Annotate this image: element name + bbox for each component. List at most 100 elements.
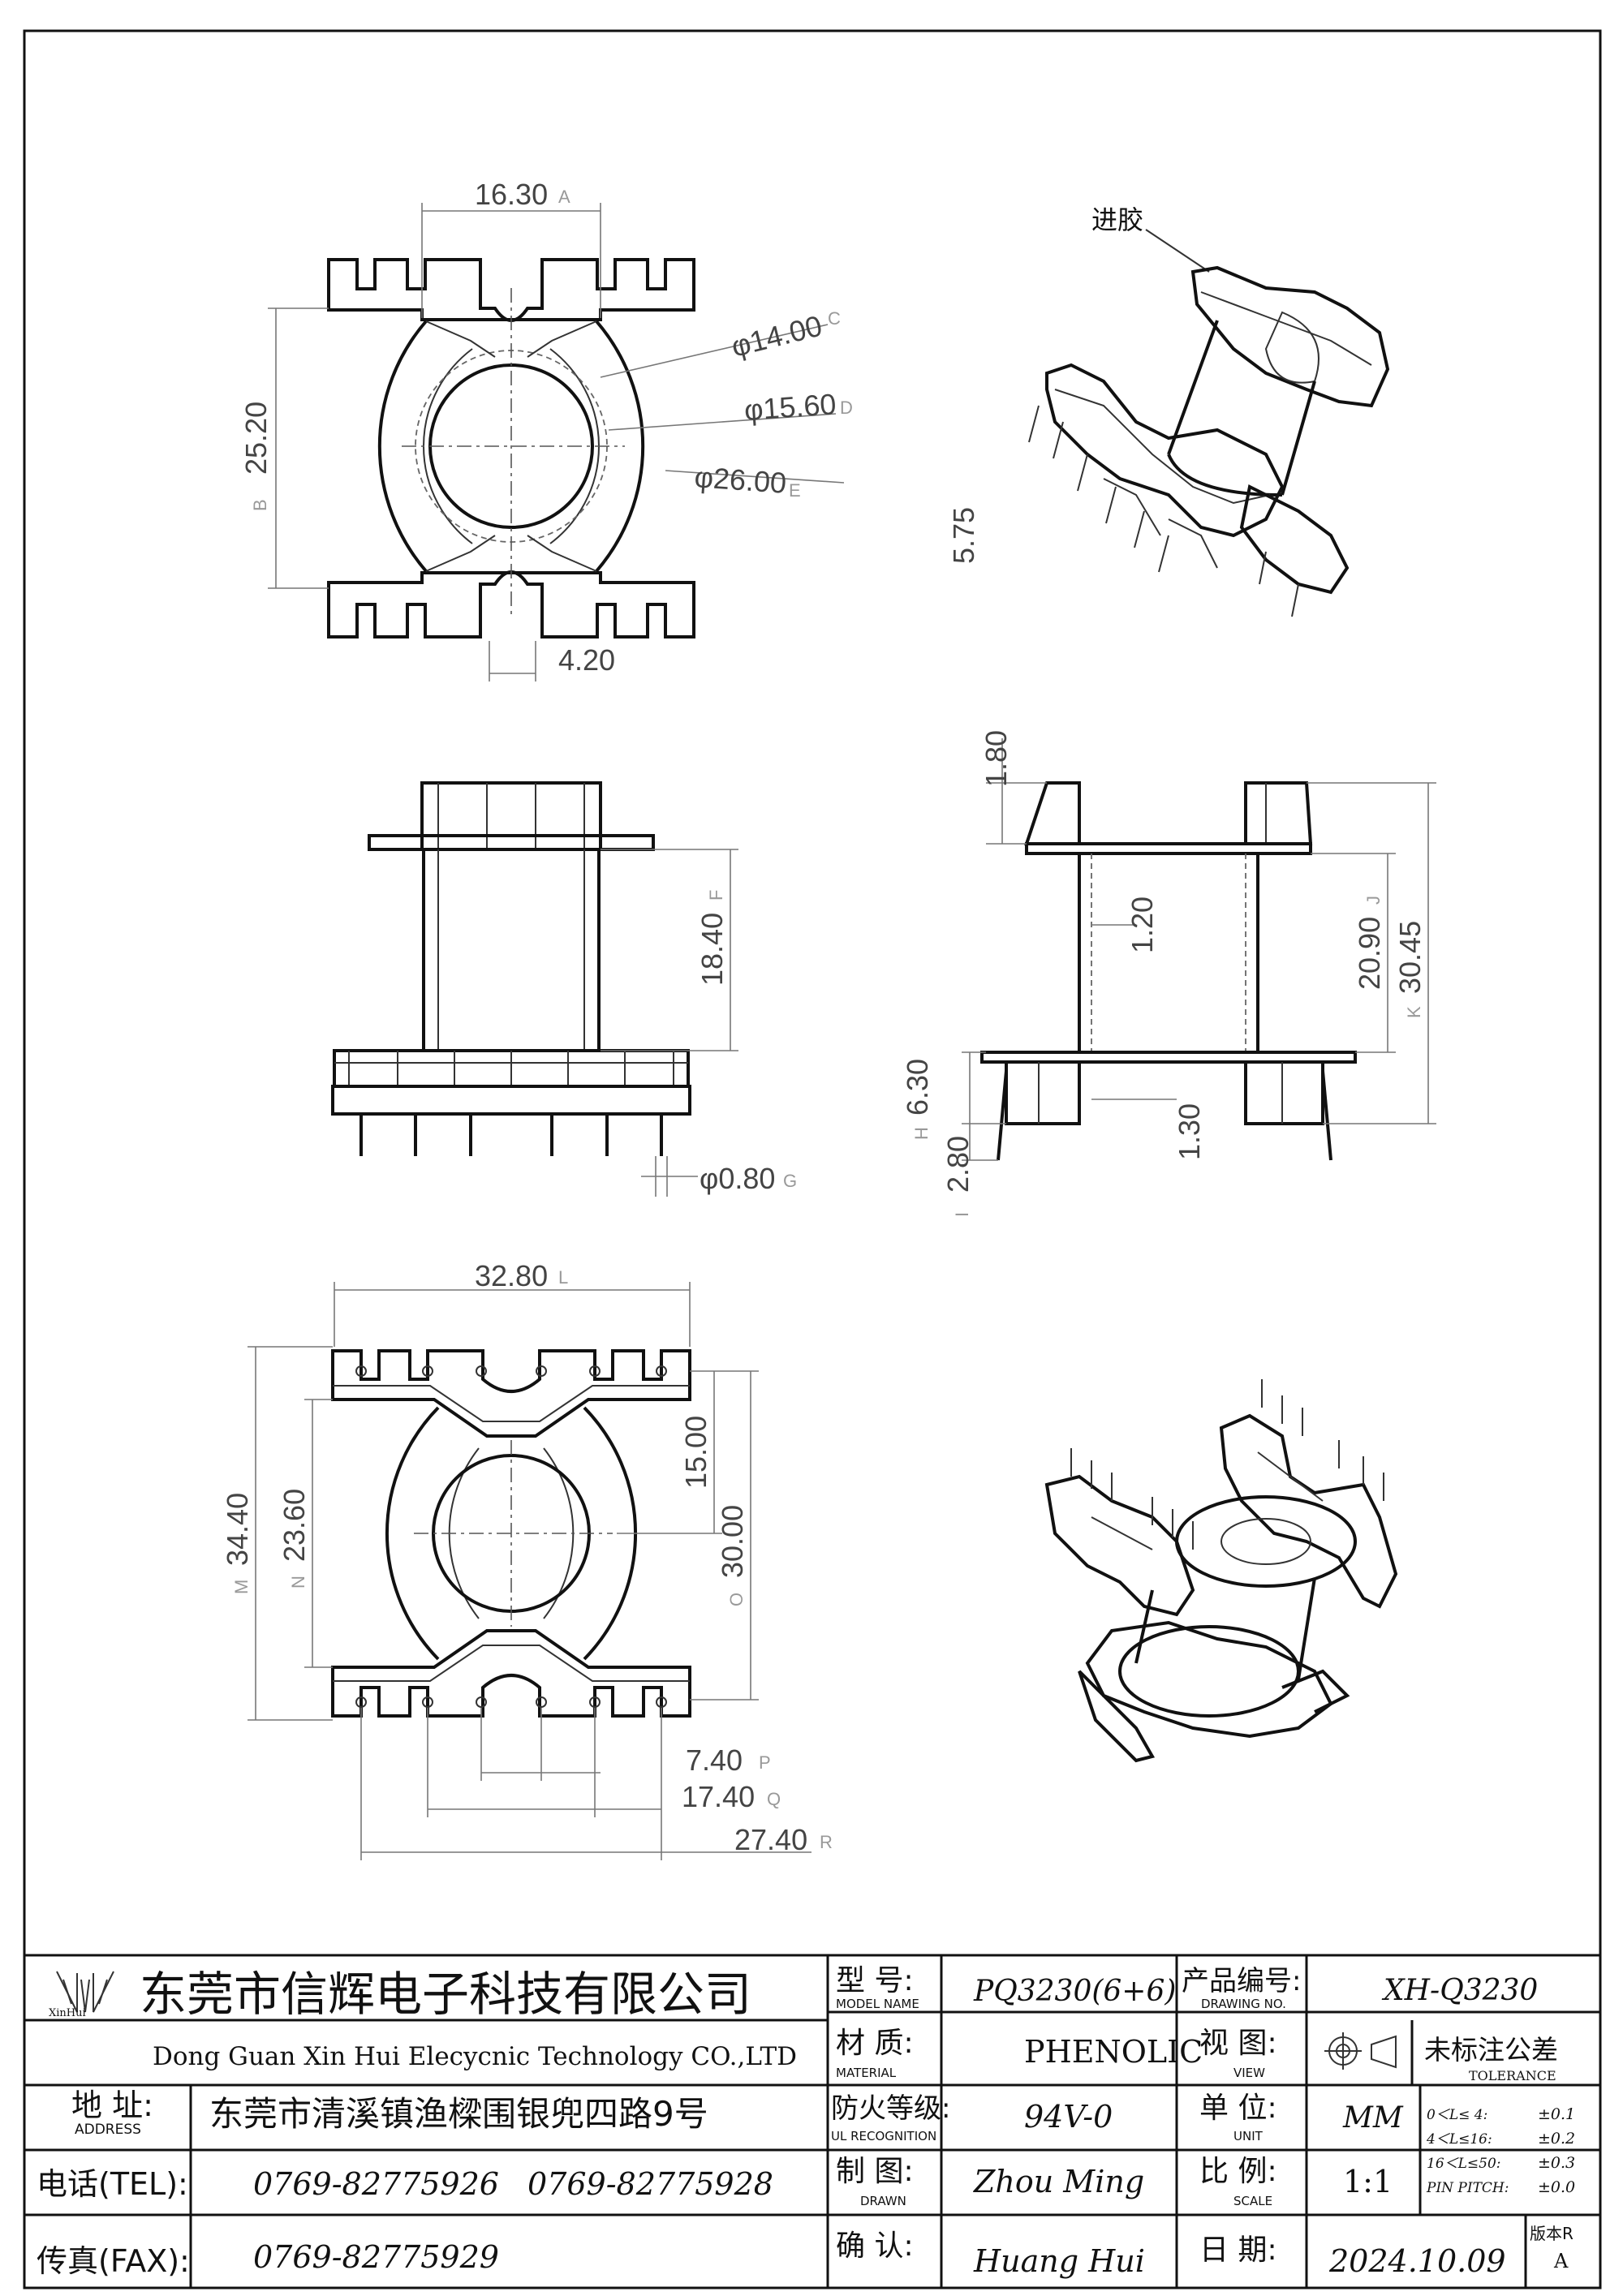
- dim-base-h-tag: H: [911, 1127, 932, 1140]
- dim-dia-inner: φ14.00: [728, 309, 825, 363]
- dim-bottom-height-tag: M: [231, 1580, 252, 1594]
- dim-bottom-width-tag: L: [558, 1267, 568, 1288]
- dim-base-step: 1.30: [1173, 1103, 1206, 1160]
- material-label: 材 质:: [836, 2027, 914, 2060]
- dim-flange-span: 30.00: [716, 1505, 749, 1578]
- tol-range-4: PIN PITCH:: [1426, 2180, 1509, 2196]
- dim-pitch-1-tag: P: [759, 1752, 771, 1773]
- dim-top-width-tag: A: [558, 187, 570, 207]
- tolerance-title: 未标注公差: [1424, 2034, 1558, 2066]
- fax-label: 传真(FAX):: [37, 2243, 190, 2279]
- address-label: 地 址:: [71, 2087, 153, 2123]
- model-label: 型 号:: [836, 1964, 914, 1997]
- dim-pitch-3-tag: R: [820, 1832, 833, 1852]
- dim-dia-outer: φ26.00: [693, 460, 787, 500]
- dim-inner-height-tag: J: [1363, 896, 1384, 905]
- ul-label-en: UL RECOGNITION: [831, 2129, 936, 2143]
- tel-value-1: 0769-82775926: [253, 2166, 499, 2202]
- dim-dia-outer-tag: E: [789, 480, 801, 501]
- dim-dia-inner-tag: C: [828, 308, 841, 329]
- dim-pin-dia-tag: G: [783, 1171, 797, 1191]
- dim-dia-mid-tag: D: [840, 398, 853, 418]
- tol-value-2: ±0.2: [1538, 2130, 1575, 2148]
- date-value: 2024.10.09: [1328, 2243, 1506, 2279]
- dim-pitch-1: 7.40: [686, 1743, 743, 1777]
- dim-top-width: 16.30: [475, 178, 548, 211]
- iso-view-top: [1028, 229, 1390, 617]
- company-name-en: Dong Guan Xin Hui Elecycnic Technology C…: [153, 2042, 797, 2071]
- tol-value-1: ±0.1: [1538, 2105, 1575, 2123]
- scale-label: 比 例:: [1199, 2155, 1277, 2188]
- drawing-no-value: XH-Q3230: [1381, 1974, 1538, 2007]
- dim-pitch-2-tag: Q: [767, 1789, 781, 1809]
- ul-label: 防火等级:: [831, 2092, 950, 2125]
- dim-flange-top: 5.75: [947, 507, 980, 564]
- dim-wall: 1.20: [1126, 896, 1159, 953]
- company-name-cn: 东莞市信辉电子科技有限公司: [140, 1967, 751, 2022]
- company-logo: [56, 1971, 114, 2013]
- address-label-en: ADDRESS: [75, 2122, 141, 2138]
- ul-value: 94V-0: [1024, 2099, 1113, 2135]
- address-value: 东莞市清溪镇渔樑围银兜四路9号: [209, 2094, 708, 2134]
- side-view-left: [331, 781, 738, 1197]
- bottom-view: [248, 1282, 812, 1860]
- dim-bottom-inner-tag: N: [288, 1576, 308, 1589]
- top-view: [268, 203, 845, 681]
- check-value: Huang Hui: [973, 2243, 1145, 2279]
- tol-value-3: ±0.3: [1538, 2154, 1575, 2172]
- drawn-value: Zhou Ming: [973, 2164, 1144, 2199]
- drawn-label: 制 图:: [836, 2155, 914, 2188]
- dim-bottom-height: 34.40: [221, 1493, 254, 1566]
- dim-total-height: 30.45: [1393, 921, 1427, 994]
- side-view-right: [962, 738, 1436, 1161]
- dim-slot: 4.20: [558, 643, 615, 677]
- logo-text: XinHui: [49, 2007, 86, 2019]
- dim-bottom-width: 32.80: [475, 1259, 548, 1292]
- dim-flange-thick: 1.80: [979, 730, 1013, 787]
- tol-range-3: 16＜L≤50:: [1427, 2156, 1501, 2172]
- unit-label-en: UNIT: [1233, 2129, 1264, 2143]
- projection-symbol-icon: [1324, 2032, 1397, 2070]
- tel-value-2: 0769-82775928: [527, 2166, 773, 2202]
- sheet-border: [23, 29, 1602, 2290]
- dim-top-height-tag: B: [250, 499, 270, 511]
- dim-pin-len: 2.80: [941, 1136, 975, 1193]
- view-label: 视 图:: [1199, 2027, 1277, 2060]
- scale-label-en: SCALE: [1233, 2194, 1272, 2208]
- drawing-no-label: 产品编号:: [1182, 1965, 1301, 1997]
- tol-range-1: 0＜L≤ 4:: [1427, 2107, 1487, 2123]
- drawn-label-en: DRAWN: [860, 2194, 906, 2208]
- dim-inner-height: 20.90: [1353, 917, 1386, 990]
- tol-range-2: 4＜L≤16:: [1426, 2131, 1492, 2148]
- model-label-en: MODEL NAME: [836, 1997, 919, 2011]
- gate-label: 进胶: [1091, 204, 1143, 235]
- scale-value: 1:1: [1343, 2164, 1393, 2199]
- view-label-en: VIEW: [1233, 2066, 1265, 2080]
- check-label: 确 认:: [836, 2229, 914, 2263]
- dim-body-height: 18.40: [695, 913, 729, 986]
- dim-base-h: 6.30: [901, 1059, 934, 1116]
- tol-value-4: ±0.0: [1538, 2178, 1575, 2196]
- tolerance-title-en: TOLERANCE: [1469, 2068, 1556, 2083]
- rev-label: 版本R: [1530, 2224, 1573, 2243]
- material-label-en: MATERIAL: [836, 2066, 897, 2080]
- fax-value: 0769-82775929: [253, 2239, 499, 2275]
- dim-pitch-3: 27.40: [734, 1823, 807, 1856]
- dim-body-height-tag: F: [706, 890, 726, 901]
- rev-value: A: [1553, 2250, 1569, 2272]
- unit-label: 单 位:: [1199, 2092, 1277, 2125]
- tel-label: 电话(TEL):: [37, 2166, 188, 2202]
- model-value: PQ3230(6+6): [973, 1975, 1176, 2008]
- drawing-no-label-en: DRAWING NO.: [1201, 1997, 1286, 2011]
- material-value: PHENOLIC: [1024, 2034, 1203, 2070]
- dim-pin-dia: φ0.80: [700, 1162, 775, 1195]
- dim-flange-span-tag: O: [726, 1593, 747, 1606]
- title-block: [23, 1954, 1602, 2290]
- date-label: 日 期:: [1199, 2234, 1277, 2267]
- dim-top-height: 25.20: [239, 402, 273, 475]
- dim-dia-mid: φ15.60: [743, 387, 837, 427]
- unit-value: MM: [1342, 2101, 1404, 2135]
- iso-view-bottom: [1044, 1379, 1398, 1763]
- dim-pitch-2: 17.40: [682, 1780, 755, 1813]
